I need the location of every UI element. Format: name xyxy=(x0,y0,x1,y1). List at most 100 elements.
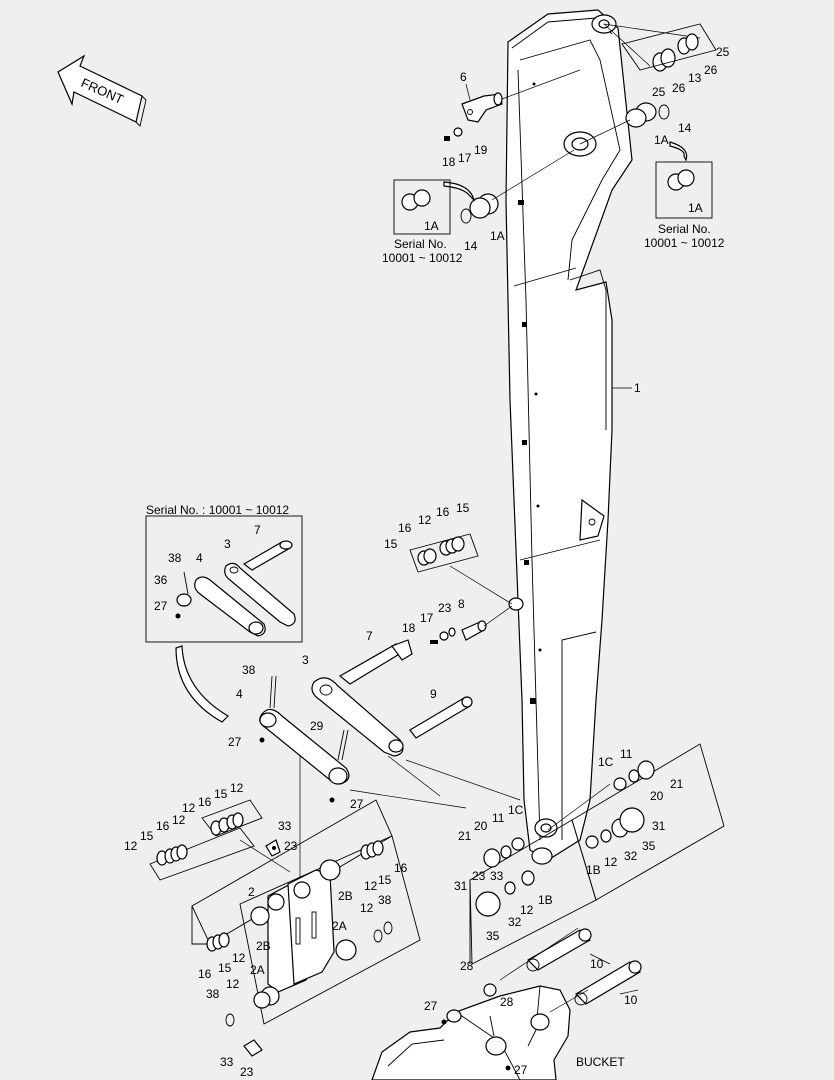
part-label-7-box: 7 xyxy=(254,523,261,537)
pins-10 xyxy=(526,928,642,1006)
part-label-23-right: 23 xyxy=(472,869,486,883)
part-label-2: 2 xyxy=(248,885,255,899)
part-label-18-mid: 18 xyxy=(402,621,416,635)
part-label-18-top: 18 xyxy=(442,155,456,169)
part-label-15-r: 15 xyxy=(378,873,392,887)
part-label-6: 6 xyxy=(460,70,467,84)
part-label-2a-right: 2A xyxy=(332,919,347,933)
part-label-27-box: 27 xyxy=(154,599,168,613)
part-label-16-mid-b: 16 xyxy=(436,505,450,519)
part-label-25-a: 25 xyxy=(716,45,730,59)
part-label-21-right: 21 xyxy=(670,777,684,791)
part-label-32-left: 32 xyxy=(508,915,522,929)
part-label-7: 7 xyxy=(366,629,373,643)
part-label-12-lu-a: 12 xyxy=(182,801,196,815)
part-label-12-left: 12 xyxy=(520,903,534,917)
front-arrow-icon: FRONT xyxy=(57,54,147,127)
part-label-16-mid-a: 16 xyxy=(398,521,412,535)
part-label-12-l2: 12 xyxy=(226,977,240,991)
part-label-13-left: 14 xyxy=(464,239,478,253)
serial-left-range: 10001 ~ 10012 xyxy=(382,251,463,265)
bushing-1a-right xyxy=(579,102,670,145)
part-label-11-left: 11 xyxy=(492,811,505,825)
part-label-33-top: 33 xyxy=(278,819,292,833)
part-label-23-top: 23 xyxy=(284,839,298,853)
washer-group-mid xyxy=(409,533,513,605)
part-label-37-box: 38 xyxy=(168,551,182,565)
part-label-9: 9 xyxy=(430,687,437,701)
links-main xyxy=(259,639,521,880)
arm-bolt-holes xyxy=(518,82,542,704)
part-label-16-r: 16 xyxy=(394,861,408,875)
part-label-21-left: 21 xyxy=(458,829,472,843)
variant-arrow-left-icon xyxy=(443,181,476,202)
part-label-12-ll-a: 12 xyxy=(124,839,138,853)
part-label-1b-left: 1B xyxy=(538,893,553,907)
washer-group-left-lower xyxy=(149,827,291,881)
part-label-16-l: 16 xyxy=(198,967,212,981)
part-label-1c-left: 1C xyxy=(508,803,524,817)
serial-left-label: Serial No. xyxy=(394,237,447,251)
part-label-13-right: 14 xyxy=(678,121,692,135)
part-label-16-lu: 16 xyxy=(198,795,212,809)
pin-33-23-top xyxy=(265,839,281,857)
box-variant-arrow-icon xyxy=(175,645,229,723)
serial-box-links: Serial No. : 10001 ~ 10012 xyxy=(145,503,303,643)
part-label-20-right: 20 xyxy=(650,789,664,803)
part-label-28-b: 28 xyxy=(500,995,514,1009)
part-label-33-right: 33 xyxy=(490,869,504,883)
bucket-label: BUCKET xyxy=(576,1055,625,1069)
part-label-2a-left: 2A xyxy=(250,963,265,977)
part-label-37: 38 xyxy=(242,663,256,677)
serial-box-left-part: 1A xyxy=(424,219,439,233)
part-label-2b-left: 2B xyxy=(256,939,271,953)
part-label-35-right: 35 xyxy=(642,839,656,853)
part-label-1c-right: 1C xyxy=(598,755,614,769)
serial-box-left: 1A Serial No. 10001 ~ 10012 xyxy=(382,179,463,265)
part-label-33-bottom: 33 xyxy=(220,1055,234,1069)
part-label-23-bottom: 23 xyxy=(240,1065,254,1079)
part-label-15-l: 15 xyxy=(218,961,232,975)
arm-body xyxy=(505,9,633,865)
part-label-32-right: 32 xyxy=(624,849,638,863)
top-pin-washers xyxy=(603,23,717,72)
part-label-4-box: 4 xyxy=(196,551,203,565)
part-label-15-lu: 15 xyxy=(214,787,228,801)
part-8-pin xyxy=(430,605,513,644)
part-label-35-left: 35 xyxy=(486,929,500,943)
serial-box-right-part: 1A xyxy=(688,201,703,215)
part-label-14: 13 xyxy=(688,71,702,85)
part-label-29: 29 xyxy=(310,719,324,733)
bucket xyxy=(371,927,589,1080)
part-label-1: 1 xyxy=(634,381,641,395)
variant-arrow-icon xyxy=(669,141,688,162)
part-label-17-mid: 17 xyxy=(420,611,434,625)
part-label-3: 3 xyxy=(302,653,309,667)
part-label-28-a: 28 xyxy=(460,959,474,973)
part-label-31-left: 31 xyxy=(454,879,468,893)
part-label-27-bucket-a: 27 xyxy=(424,999,438,1013)
part-label-31-right: 31 xyxy=(652,819,666,833)
part-label-8: 8 xyxy=(458,597,465,611)
serial-box-links-title: Serial No. : 10001 ~ 10012 xyxy=(146,503,289,517)
part-label-1a-right: 1A xyxy=(654,133,669,147)
washer-group-left-upper xyxy=(201,799,263,837)
serial-right-range: 10001 ~ 10012 xyxy=(644,236,725,250)
part-label-12-r1: 12 xyxy=(364,879,378,893)
part-6-bracket xyxy=(444,69,581,141)
part-2-linkage xyxy=(191,799,421,1057)
part-label-2b-right: 2B xyxy=(338,889,353,903)
bushing-1a-left xyxy=(460,149,575,224)
part-label-38-l: 38 xyxy=(206,987,220,1001)
part-label-10-b: 10 xyxy=(624,993,638,1007)
part-label-22: 23 xyxy=(438,601,452,615)
part-label-3-box: 3 xyxy=(224,537,231,551)
part-label-25-b: 25 xyxy=(652,85,666,99)
part-label-17-top: 17 xyxy=(458,151,472,165)
serial-right-label: Serial No. xyxy=(658,222,711,236)
part-label-10-a: 10 xyxy=(590,957,604,971)
part-label-12-lu-b: 12 xyxy=(230,781,244,795)
serial-box-right: 1A Serial No. 10001 ~ 10012 xyxy=(644,161,725,250)
part-label-26-b: 26 xyxy=(672,81,686,95)
